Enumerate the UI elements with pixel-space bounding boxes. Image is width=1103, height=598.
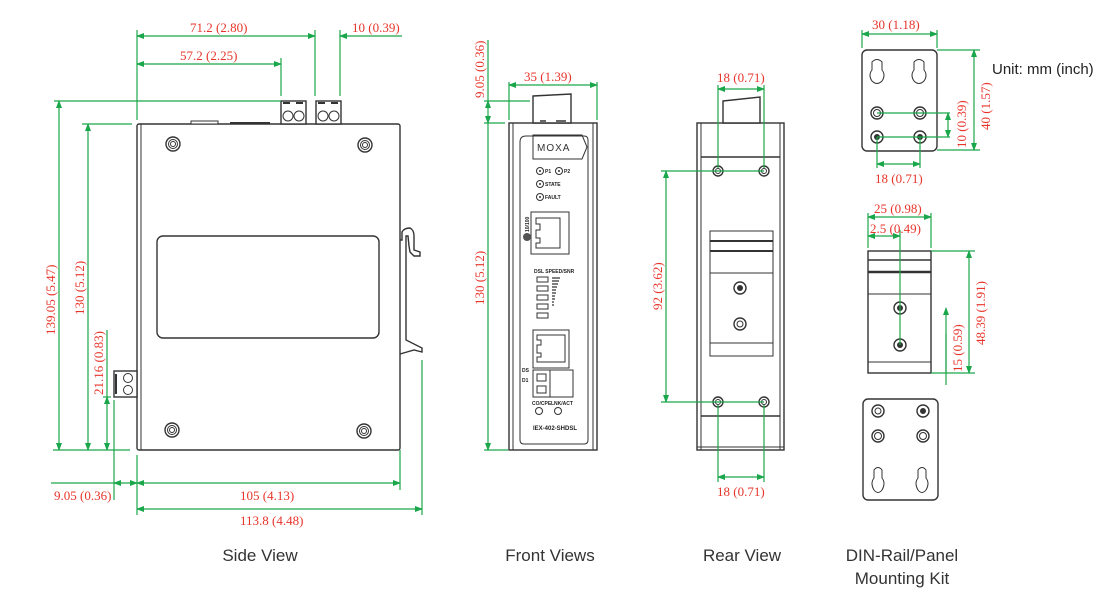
dim-2-5: 2.5 (0.49) bbox=[870, 221, 921, 236]
dim-92: 92 (3.62) bbox=[650, 262, 665, 310]
dim-18-rear-bottom: 18 (0.71) bbox=[717, 484, 765, 499]
dim-113-8: 113.8 (4.48) bbox=[240, 513, 303, 528]
dsl-port-icon bbox=[532, 329, 570, 369]
dim-10-kit: 10 (0.39) bbox=[954, 100, 969, 148]
caption-side-view: Side View bbox=[222, 546, 298, 565]
din-rail-plate bbox=[709, 230, 774, 357]
unit-label: Unit: mm (inch) bbox=[992, 61, 1094, 78]
link-act-label: LNK/ACT bbox=[551, 401, 573, 407]
led-label-fault: FAULT bbox=[545, 195, 561, 201]
side-view: 71.2 (2.80) 57.2 (2.25) 10 (0.39) 139.05… bbox=[43, 20, 423, 565]
top-terminal bbox=[532, 93, 572, 124]
screw-icon bbox=[733, 281, 747, 295]
side-view-body bbox=[136, 123, 401, 451]
moxa-logo: MOXA bbox=[537, 143, 570, 154]
dim-130-side: 130 (5.12) bbox=[72, 261, 87, 315]
screw-hole-icon bbox=[916, 404, 930, 418]
dim-48-39: 48.39 (1.91) bbox=[973, 281, 988, 345]
dim-25: 25 (0.98) bbox=[874, 201, 922, 216]
terminal-block-icon bbox=[280, 100, 307, 125]
keyhole-slot-icon bbox=[869, 59, 885, 84]
keyhole-slot-icon bbox=[871, 467, 885, 493]
screw-icon bbox=[164, 422, 180, 438]
side-view-label-window bbox=[156, 235, 380, 339]
panel-mount-plate bbox=[861, 49, 938, 152]
eth-label: 10/100 bbox=[525, 216, 531, 232]
rear-top-terminal bbox=[722, 96, 761, 124]
led-state bbox=[536, 180, 544, 188]
dsl-led-bar bbox=[536, 276, 560, 319]
led-fault bbox=[536, 193, 544, 201]
side-terminal-icon bbox=[113, 370, 138, 398]
ethernet-port-icon bbox=[530, 211, 570, 255]
dim-71-2: 71.2 (2.80) bbox=[190, 20, 247, 35]
led-label-state: STATE bbox=[545, 182, 561, 188]
dim-139-05: 139.05 (5.47) bbox=[43, 265, 58, 335]
panel-mount-plate-bottom bbox=[862, 398, 939, 501]
dim-15: 15 (0.59) bbox=[950, 324, 965, 372]
dim-57-2: 57.2 (2.25) bbox=[180, 48, 237, 63]
mounting-kit: 30 (1.18) 40 (1.57) 10 (0.39) 18 (0.71) … bbox=[846, 17, 1094, 588]
dim-21-16: 21.16 (0.83) bbox=[91, 331, 106, 395]
led-p2 bbox=[555, 167, 563, 175]
keyhole-slot-icon bbox=[911, 59, 927, 84]
dim-105: 105 (4.13) bbox=[240, 488, 294, 503]
dim-35: 35 (1.39) bbox=[524, 69, 572, 84]
screw-icon bbox=[165, 136, 181, 152]
ground-screw-icon bbox=[523, 233, 531, 241]
top-vent bbox=[190, 120, 219, 125]
terminal-block-icon bbox=[315, 100, 342, 125]
logo-plate bbox=[532, 134, 588, 160]
d1-label: D1 bbox=[522, 378, 529, 384]
dim-18-kit: 18 (0.71) bbox=[875, 171, 923, 186]
dim-9-05-side: 9.05 (0.36) bbox=[54, 488, 111, 503]
dim-9-05-front: 9.05 (0.36) bbox=[472, 41, 487, 98]
caption-front-views: Front Views bbox=[505, 546, 594, 565]
dim-10: 10 (0.39) bbox=[352, 20, 400, 35]
dim-30: 30 (1.18) bbox=[872, 17, 920, 32]
caption-kit-line2: Mounting Kit bbox=[855, 569, 950, 588]
keyhole-slot-icon bbox=[915, 467, 929, 493]
front-face-panel bbox=[519, 135, 589, 445]
screw-icon bbox=[733, 317, 747, 331]
screw-hole-icon bbox=[871, 429, 885, 443]
din-rail-clip bbox=[399, 227, 423, 355]
dim-130-front: 130 (5.12) bbox=[472, 251, 487, 305]
caption-kit-line1: DIN-Rail/Panel bbox=[846, 546, 958, 565]
front-view: MOXA P1 P2 STATE FAULT 10/100 DSL SPEED/… bbox=[472, 40, 598, 565]
screw-icon bbox=[356, 423, 372, 439]
dip-switch bbox=[532, 369, 574, 398]
screw-hole-icon bbox=[916, 429, 930, 443]
caption-rear-view: Rear View bbox=[703, 546, 782, 565]
led-co-cpe bbox=[535, 407, 543, 415]
rear-view: 18 (0.71) 92 (3.62) 18 (0.71) Rear View bbox=[650, 70, 785, 565]
screw-icon bbox=[357, 137, 373, 153]
led-link-act bbox=[554, 407, 562, 415]
ds-label: DS bbox=[522, 368, 530, 374]
led-p1 bbox=[536, 167, 544, 175]
dim-18-rear-top: 18 (0.71) bbox=[717, 70, 765, 85]
led-label-p1: P1 bbox=[545, 169, 551, 175]
dsl-label: DSL SPEED/SNR bbox=[534, 269, 575, 275]
model-label: IEX-402-SHDSL bbox=[533, 426, 577, 432]
led-label-p2: P2 bbox=[564, 169, 570, 175]
screw-hole-icon bbox=[871, 404, 885, 418]
co-cpe-label: CO/CPE bbox=[532, 401, 552, 407]
dim-40: 40 (1.57) bbox=[978, 82, 993, 130]
